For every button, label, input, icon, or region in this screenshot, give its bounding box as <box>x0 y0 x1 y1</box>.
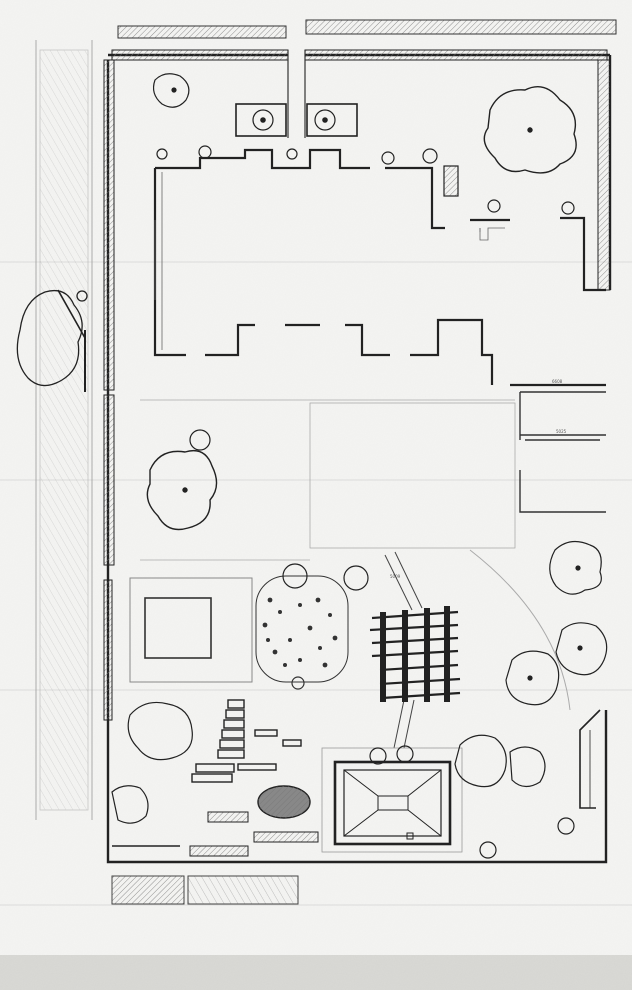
bottom-hedge-strip <box>111 875 299 905</box>
tree-canopy-bottom-left <box>111 701 193 824</box>
tree-small-near-rose <box>282 563 369 591</box>
entry-path-top <box>287 50 306 138</box>
shrub-near-pavilion <box>369 745 575 859</box>
top-hedge-strip <box>117 19 617 39</box>
low-hedges-bottom <box>189 811 319 857</box>
pergola-posts <box>380 606 450 702</box>
stepping-stones <box>191 699 302 783</box>
rose-garden-feature <box>291 676 305 690</box>
dimension-label-a: 6608 <box>552 379 563 384</box>
street-strip-left <box>35 40 93 820</box>
house-wall-thin <box>154 172 505 350</box>
boundary-hedge-top <box>111 49 608 61</box>
terrace-paving <box>140 399 516 561</box>
street-tree-left <box>16 289 88 392</box>
garden-pavilion <box>321 747 463 853</box>
pots-house-front <box>156 145 575 215</box>
tree-small-mid-left <box>189 429 211 451</box>
tree-canopy-large-ne <box>483 86 577 174</box>
curved-path <box>469 549 571 711</box>
dimension-label-c: 5009 <box>390 574 401 579</box>
planter-boxes-entry <box>235 103 358 137</box>
dimension-label-b: 5025 <box>556 429 567 434</box>
tree-canopy-right-3 <box>505 650 560 706</box>
shrub-top-left <box>152 73 190 108</box>
boundary-hedge-right <box>597 59 611 291</box>
rose-garden-dots <box>262 597 338 668</box>
boundary-hedge-left <box>103 59 115 721</box>
lawn-rect-left <box>129 577 253 683</box>
tree-canopy-right-2 <box>555 622 608 676</box>
pavilion-step <box>406 832 414 840</box>
tree-canopy-mid-left <box>146 449 218 531</box>
right-wing <box>519 391 606 513</box>
boulder <box>257 785 311 819</box>
tree-canopy-right-1 <box>549 540 602 595</box>
bay-structure-bottom-right <box>579 709 601 809</box>
tree-canopy-bottom-right <box>454 734 546 788</box>
rose-garden-bed <box>255 575 349 683</box>
diagonal-path <box>384 551 423 749</box>
house-outline <box>153 148 606 387</box>
